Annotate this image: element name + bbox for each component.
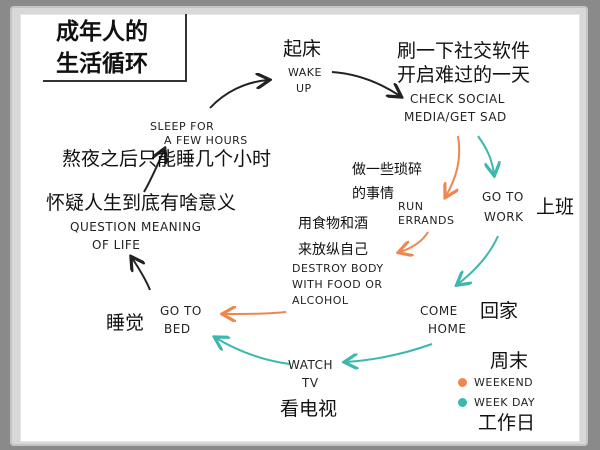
arrow-question-to-sleep: [143, 150, 164, 193]
destroy-en-2: WITH FOOD OR: [292, 278, 383, 291]
destroy-en-3: ALCOHOL: [292, 294, 349, 307]
destroy-cn-2: 来放纵自己: [298, 242, 368, 258]
check-social-en-2: MEDIA/GET SAD: [404, 110, 507, 124]
watch-tv-cn: 看电视: [280, 398, 338, 420]
legend-weekend-cn: 周末: [490, 350, 529, 372]
legend-weekday-cn: 工作日: [478, 412, 536, 434]
arrow-destroy-to-bed: [224, 312, 287, 314]
wake-up-en-1: WAKE: [288, 66, 322, 79]
check-social-en-1: CHECK SOCIAL: [410, 92, 505, 106]
title-line-2: 生活循环: [56, 51, 148, 77]
question-cn: 怀疑人生到底有啥意义: [46, 192, 237, 214]
go-to-bed-en-2: BED: [164, 322, 191, 336]
arrow-wake-to-check: [331, 71, 400, 96]
check-social-cn-2: 开启难过的一天: [397, 64, 531, 86]
go-to-work-en-2: WORK: [484, 210, 524, 224]
legend-weekday-dot: [458, 398, 467, 407]
run-errands-en-2: ERRANDS: [398, 214, 455, 227]
legend-weekend-dot: [458, 378, 467, 387]
come-home-en-2: HOME: [428, 322, 467, 336]
watch-tv-en-2: TV: [302, 376, 319, 390]
run-errands-cn-1: 做一些琐碎: [352, 162, 422, 178]
check-social-cn-1: 刷一下社交软件: [397, 40, 531, 62]
question-en-1: QUESTION MEANING: [70, 220, 202, 234]
arrow-errands-to-destroy: [400, 231, 429, 252]
go-to-work-cn: 上班: [536, 196, 575, 218]
title-line-1: 成年人的: [56, 19, 148, 45]
title-box: [43, 14, 187, 82]
come-home-en-1: COME: [420, 304, 458, 318]
arrow-home-to-tv: [346, 343, 433, 362]
arrow-work-to-home: [458, 235, 499, 284]
run-errands-cn-2: 的事情: [352, 186, 394, 202]
legend-weekend-en: WEEKEND: [474, 376, 534, 389]
arrow-check-to-errands: [446, 135, 461, 196]
question-en-2: OF LIFE: [92, 238, 141, 252]
go-to-bed-cn: 睡觉: [106, 312, 145, 334]
run-errands-en-1: RUN: [398, 200, 424, 213]
destroy-en-1: DESTROY BODY: [292, 262, 384, 275]
arrow-tv-to-bed: [216, 338, 291, 365]
wake-up-en-2: UP: [296, 82, 312, 95]
sleep-en-1: SLEEP FOR: [150, 120, 215, 133]
destroy-cn-1: 用食物和酒: [298, 216, 368, 232]
sleep-en-2: A FEW HOURS: [164, 134, 248, 147]
go-to-work-en-1: GO TO: [482, 190, 524, 204]
wake-up-cn: 起床: [283, 38, 322, 60]
legend-weekday-en: WEEK DAY: [474, 396, 536, 409]
go-to-bed-en-1: GO TO: [160, 304, 202, 318]
sleep-cn: 熬夜之后只能睡几个小时: [62, 148, 272, 170]
arrow-sleep-to-wake: [209, 80, 268, 109]
watch-tv-en-1: WATCH: [288, 358, 334, 372]
arrow-bed-to-question: [132, 258, 151, 291]
come-home-cn: 回家: [480, 300, 519, 322]
whiteboard: [20, 14, 580, 442]
arrow-check-to-work: [477, 135, 494, 174]
